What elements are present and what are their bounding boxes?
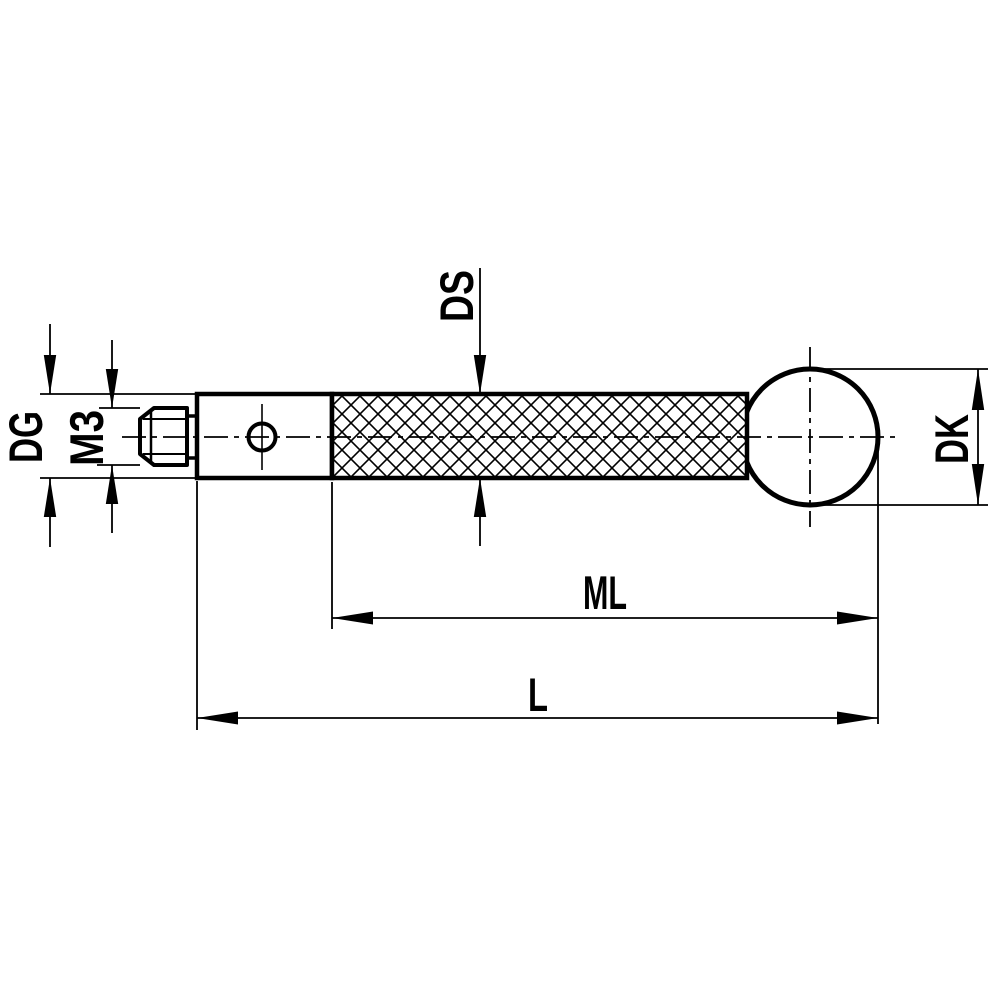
label-ml: ML	[583, 566, 627, 619]
dg-arrow-bottom	[43, 478, 57, 517]
ml-arrow-right	[837, 611, 878, 625]
l-arrow-right	[837, 711, 878, 725]
ml-arrow-left	[332, 611, 373, 625]
dk-arrow-top	[971, 369, 985, 410]
label-m3: M3	[60, 410, 113, 466]
label-dk: DK	[925, 414, 978, 464]
label-dg: DG	[0, 411, 52, 463]
m3-arrow-top	[105, 369, 119, 408]
dg-arrow-top	[43, 355, 57, 394]
label-l: L	[528, 668, 548, 721]
ds-arrow-top	[473, 355, 487, 394]
label-ds: DS	[430, 270, 483, 322]
stylus-shaft	[329, 391, 750, 481]
ds-arrow-bottom	[473, 478, 487, 517]
dk-arrow-bottom	[971, 464, 985, 505]
m3-arrow-bottom	[105, 465, 119, 504]
l-arrow-left	[197, 711, 238, 725]
